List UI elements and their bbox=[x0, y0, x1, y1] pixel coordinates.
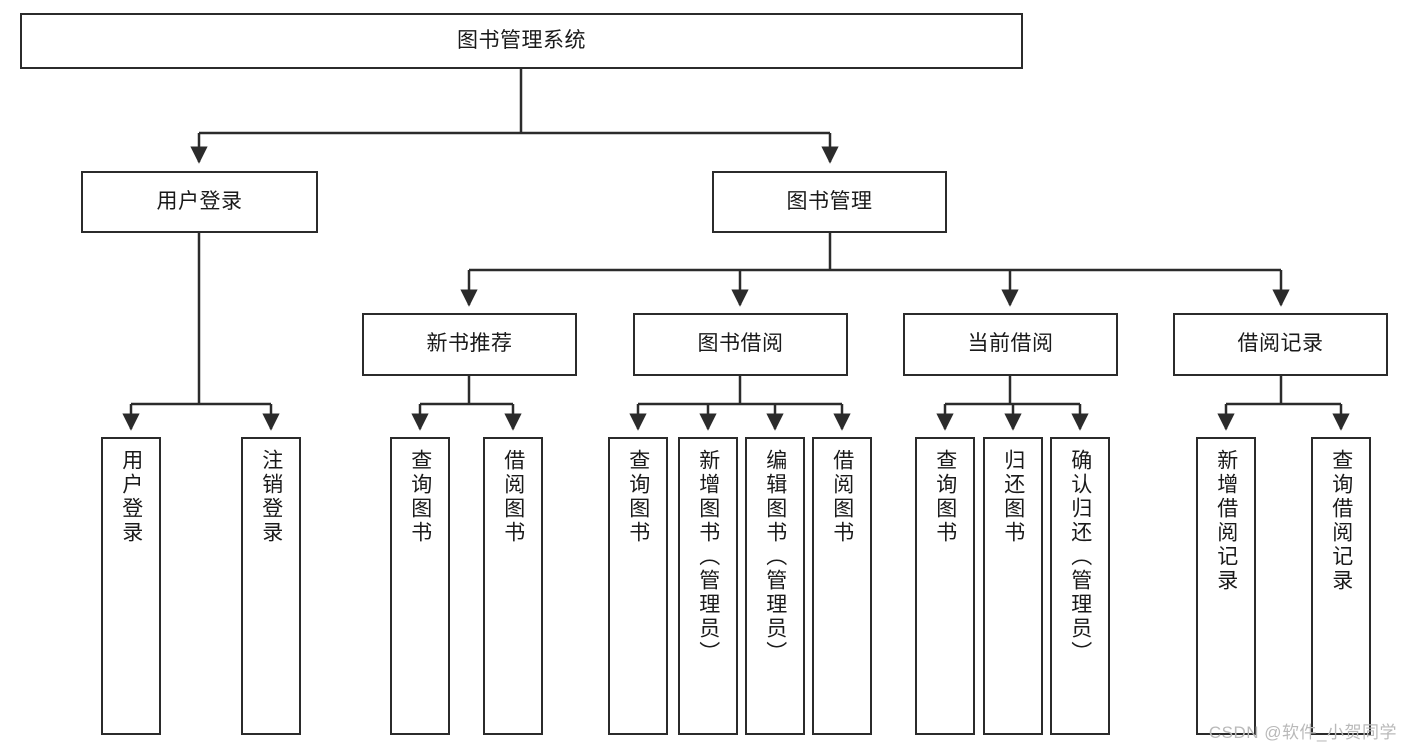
leaf-new-book-query[interactable]: 查询图书 bbox=[390, 437, 450, 735]
node-label: 查询图书 bbox=[933, 449, 957, 545]
leaf-book-borrow-borrow[interactable]: 借阅图书 bbox=[812, 437, 872, 735]
leaf-current-borrow-return[interactable]: 归还图书 bbox=[983, 437, 1043, 735]
node-label: 查询图书 bbox=[408, 449, 432, 545]
node-label: 查询借阅记录 bbox=[1329, 449, 1353, 593]
node-label: 借阅记录 bbox=[1237, 332, 1324, 356]
leaf-current-borrow-confirm-return[interactable]: 确认归还（管理员） bbox=[1050, 437, 1110, 735]
node-label: 确认归还（管理员） bbox=[1068, 449, 1092, 665]
node-label: 新书推荐 bbox=[426, 332, 513, 356]
node-label: 借阅图书 bbox=[501, 449, 525, 545]
leaf-borrow-record-query[interactable]: 查询借阅记录 bbox=[1311, 437, 1371, 735]
node-label: 借阅图书 bbox=[830, 449, 854, 545]
node-book-borrow[interactable]: 图书借阅 bbox=[633, 313, 848, 376]
node-label: 注销登录 bbox=[259, 449, 283, 545]
node-label: 当前借阅 bbox=[967, 332, 1054, 356]
node-label: 图书管理系统 bbox=[457, 28, 586, 52]
node-label: 图书管理 bbox=[786, 189, 873, 213]
node-label: 编辑图书（管理员） bbox=[763, 449, 787, 665]
leaf-book-borrow-query[interactable]: 查询图书 bbox=[608, 437, 668, 735]
node-label: 用户登录 bbox=[156, 189, 243, 213]
node-label: 查询图书 bbox=[626, 449, 650, 545]
leaf-user-login-login[interactable]: 用户登录 bbox=[101, 437, 161, 735]
node-label: 归还图书 bbox=[1001, 449, 1025, 545]
node-book-management[interactable]: 图书管理 bbox=[712, 171, 947, 233]
leaf-book-borrow-edit[interactable]: 编辑图书（管理员） bbox=[745, 437, 805, 735]
node-label: 新增借阅记录 bbox=[1214, 449, 1238, 593]
leaf-new-book-borrow[interactable]: 借阅图书 bbox=[483, 437, 543, 735]
node-borrow-record[interactable]: 借阅记录 bbox=[1173, 313, 1388, 376]
node-label: 用户登录 bbox=[119, 449, 143, 545]
leaf-current-borrow-query[interactable]: 查询图书 bbox=[915, 437, 975, 735]
node-current-borrow[interactable]: 当前借阅 bbox=[903, 313, 1118, 376]
node-label: 新增图书（管理员） bbox=[696, 449, 720, 665]
leaf-user-login-logout[interactable]: 注销登录 bbox=[241, 437, 301, 735]
node-label: 图书借阅 bbox=[697, 332, 784, 356]
node-user-login[interactable]: 用户登录 bbox=[81, 171, 318, 233]
node-new-book-recommend[interactable]: 新书推荐 bbox=[362, 313, 577, 376]
leaf-borrow-record-add[interactable]: 新增借阅记录 bbox=[1196, 437, 1256, 735]
node-root-system[interactable]: 图书管理系统 bbox=[20, 13, 1023, 69]
watermark-text: CSDN @软件_小贺同学 bbox=[1208, 723, 1397, 742]
leaf-book-borrow-add[interactable]: 新增图书（管理员） bbox=[678, 437, 738, 735]
